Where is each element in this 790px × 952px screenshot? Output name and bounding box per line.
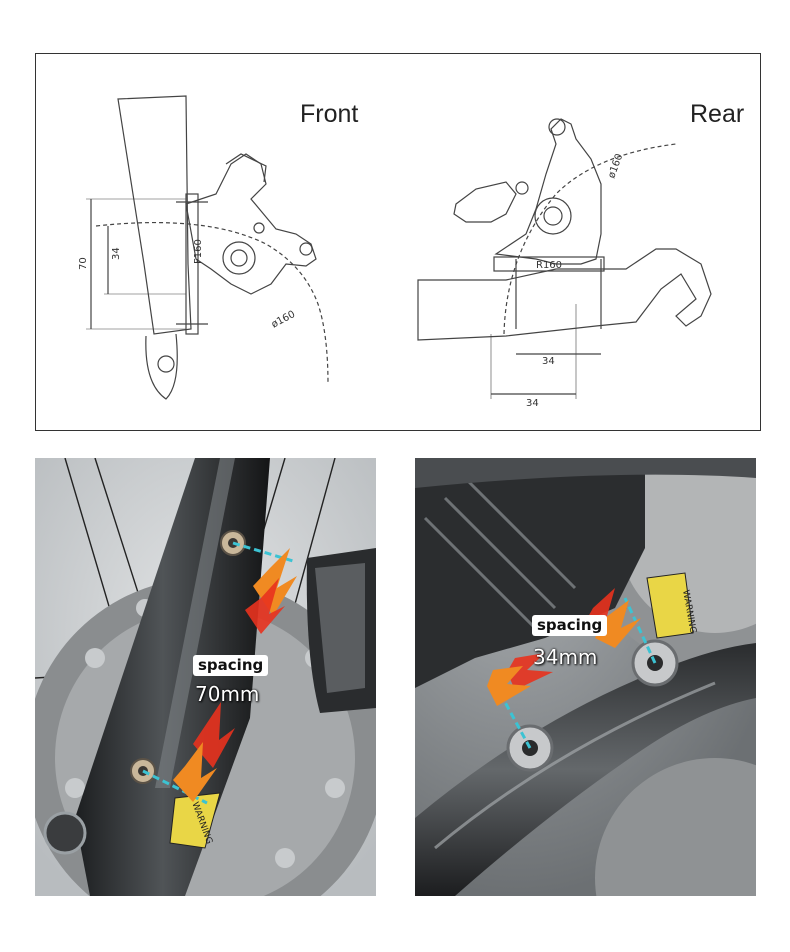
front-dim-70: 70 [78, 257, 89, 270]
front-rotor-label: ø160 [270, 309, 297, 331]
rear-caliper [415, 458, 645, 688]
rear-spacing-label: spacing [532, 615, 608, 636]
front-mount-label: F160 [193, 239, 204, 264]
front-label: Front [300, 100, 359, 128]
fork-leg [75, 458, 270, 896]
front-dim-34: 34 [111, 247, 122, 260]
front-spacing-value: 70mm [195, 682, 260, 706]
fork-dropout [145, 333, 178, 400]
rear-dim-34a: 34 [542, 356, 555, 367]
rear-chainstay-outline [417, 248, 712, 341]
rear-lower-arrows [487, 653, 553, 706]
rear-rotor-label: ø160 [606, 152, 625, 179]
rear-upper-guide-line [623, 597, 657, 664]
rear-warning-sticker [646, 572, 694, 639]
rear-stay-illustration: WARNING [415, 458, 756, 896]
technical-drawing-panel: 70 34 F160 ø160 R160 ø160 34 34 Front Re… [35, 53, 761, 431]
upper-arrows [245, 548, 297, 634]
warning-sticker [169, 792, 221, 849]
front-spacing-label: spacing [193, 655, 269, 676]
fork-leg-outline [117, 95, 192, 335]
rear-mount-label: R160 [536, 260, 562, 271]
front-fork-illustration: WARNING [35, 458, 376, 896]
lower-arrows [173, 702, 235, 802]
front-mount-photo: WARNING spacing 70mm [35, 458, 376, 896]
rear-dim-34b: 34 [526, 398, 539, 409]
chainstay-tube [415, 643, 756, 896]
rear-spacing-value: 34mm [533, 645, 598, 669]
lower-guide-line [142, 769, 208, 805]
rear-label: Rear [690, 100, 745, 128]
caliper-line-drawing: 70 34 F160 ø160 R160 ø160 34 34 [78, 95, 712, 409]
rear-mount-photo: WARNING spacing 34mm [415, 458, 756, 896]
